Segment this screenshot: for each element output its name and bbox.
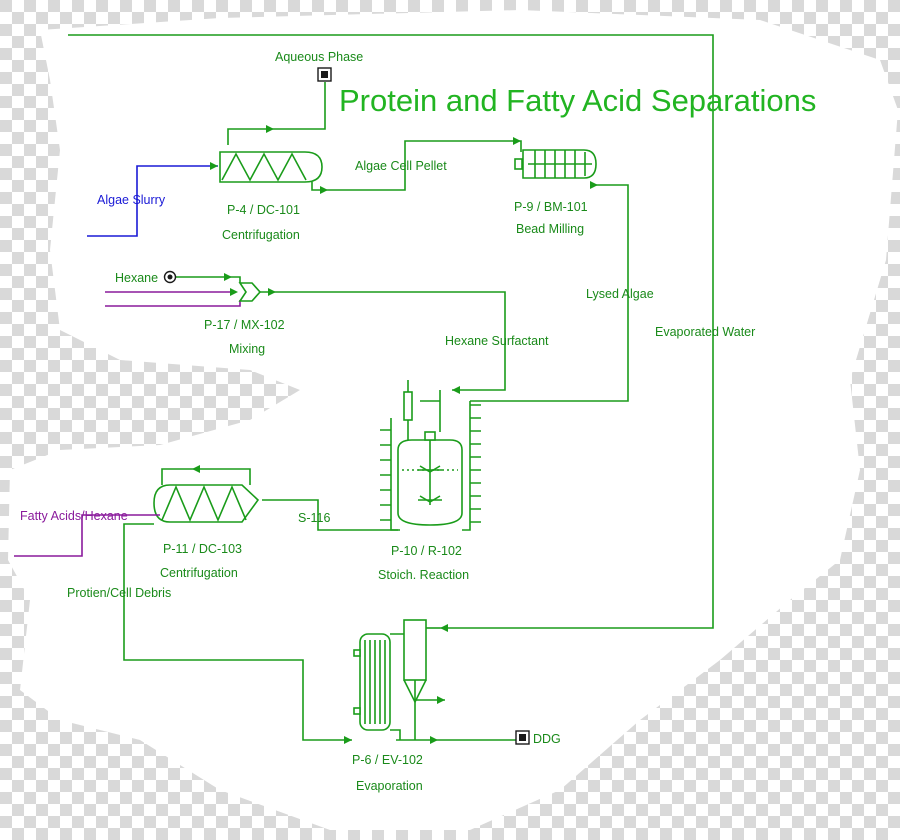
s116-stream bbox=[262, 499, 400, 531]
p17-name-label: Mixing bbox=[229, 342, 265, 356]
hexane-label: Hexane bbox=[115, 271, 158, 285]
p9-id-label: P-9 / BM-101 bbox=[514, 200, 588, 214]
centrifuge-p4[interactable] bbox=[210, 151, 323, 183]
aqueous-terminal bbox=[317, 67, 332, 82]
fatty-acids-stream bbox=[14, 514, 160, 557]
arrow-icon bbox=[192, 465, 200, 473]
protein-debris-stream bbox=[123, 523, 352, 741]
reactor-p10[interactable] bbox=[397, 380, 463, 526]
bead-mill-p9[interactable] bbox=[514, 149, 597, 179]
p11-id-label: P-11 / DC-103 bbox=[163, 542, 242, 556]
evaporated-water-stream bbox=[68, 34, 714, 629]
fatty-acids-label: Fatty Acids/Hexane bbox=[20, 509, 128, 523]
aqueous-phase-stream bbox=[227, 82, 326, 145]
arrow-icon bbox=[440, 624, 448, 632]
centrifuge-p11[interactable] bbox=[153, 484, 260, 523]
mixer-p17[interactable] bbox=[238, 282, 262, 302]
p6-id-label: P-6 / EV-102 bbox=[352, 753, 423, 767]
ddg-terminal bbox=[515, 730, 530, 745]
evaporator-p6[interactable] bbox=[353, 619, 520, 744]
hexane-surfactant-label: Hexane Surfactant bbox=[445, 334, 549, 348]
p11-top-outlet bbox=[161, 468, 251, 485]
arrow-icon bbox=[344, 736, 352, 744]
ddg-label: DDG bbox=[533, 732, 561, 746]
p10-name-label: Stoich. Reaction bbox=[378, 568, 469, 582]
arrow-icon bbox=[268, 288, 276, 296]
arrow-icon bbox=[590, 181, 598, 189]
p10-id-label: P-10 / R-102 bbox=[391, 544, 462, 558]
white-backdrop bbox=[8, 10, 898, 830]
p9-name-label: Bead Milling bbox=[516, 222, 584, 236]
protein-debris-label: Protien/Cell Debris bbox=[67, 586, 171, 600]
algae-slurry-label: Algae Slurry bbox=[97, 193, 166, 207]
arrow-icon bbox=[224, 273, 232, 281]
arrow-icon bbox=[452, 386, 460, 394]
jacket-arrows-right bbox=[462, 401, 481, 531]
evaporated-water-label: Evaporated Water bbox=[655, 325, 755, 339]
p11-name-label: Centrifugation bbox=[160, 566, 238, 580]
algae-cell-pellet-label: Algae Cell Pellet bbox=[355, 159, 447, 173]
algae-cell-pellet-stream bbox=[311, 140, 522, 191]
aqueous-phase-label: Aqueous Phase bbox=[275, 50, 363, 64]
p6-name-label: Evaporation bbox=[356, 779, 423, 793]
p4-id-label: P-4 / DC-101 bbox=[227, 203, 300, 217]
s116-label: S-116 bbox=[298, 511, 330, 525]
arrow-icon bbox=[266, 125, 274, 133]
p17-id-label: P-17 / MX-102 bbox=[204, 318, 285, 332]
purple-feed-stream-2 bbox=[105, 300, 241, 307]
hexane-feed-stream bbox=[176, 276, 241, 283]
arrow-icon bbox=[230, 288, 238, 296]
hexane-surfactant-stream bbox=[260, 291, 506, 391]
hexane-source-icon bbox=[163, 270, 177, 284]
arrow-icon bbox=[513, 137, 521, 145]
lysed-algae-stream bbox=[470, 184, 629, 402]
diagram-title: Protein and Fatty Acid Separations bbox=[339, 83, 816, 118]
lysed-algae-label: Lysed Algae bbox=[586, 287, 654, 301]
jacket-arrows-left bbox=[380, 418, 398, 531]
algae-slurry-stream bbox=[87, 165, 218, 237]
p4-name-label: Centrifugation bbox=[222, 228, 300, 242]
arrow-icon bbox=[320, 186, 328, 194]
